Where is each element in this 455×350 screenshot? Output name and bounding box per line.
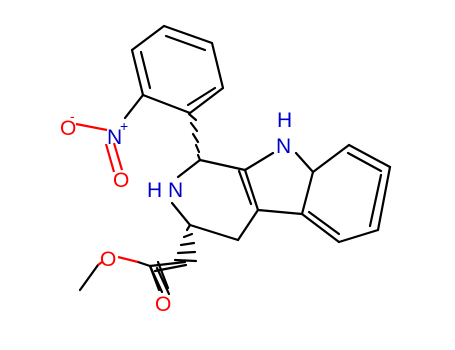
nitrophenyl-ring xyxy=(130,24,225,115)
nitro-negative-charge: - xyxy=(70,108,75,124)
pyrrole-ring: N H xyxy=(243,109,315,216)
piperidine-ring: N H xyxy=(147,158,260,242)
stereo-bond-c3-ester xyxy=(173,223,198,263)
indole-benzene-ring xyxy=(300,143,392,244)
ring-nh-nitrogen-label: N xyxy=(168,179,183,202)
ring-nh-hydrogen-label: H xyxy=(147,179,162,202)
nitro-positive-charge: + xyxy=(120,118,128,134)
stereo-bond-c1-phenyl xyxy=(187,112,202,162)
nitro-group: N + O - O xyxy=(60,93,145,192)
nitro-nitrogen-label: N xyxy=(107,126,122,149)
nitro-oxygen-left-label: O xyxy=(60,117,76,140)
indole-hydrogen-label: H xyxy=(277,109,292,132)
ester-carbonyl-oxygen-label: O xyxy=(155,293,171,316)
indole-nitrogen-label: N xyxy=(276,135,291,158)
methyl-ester-group: O O xyxy=(78,248,188,316)
nitro-oxygen-bottom-label: O xyxy=(113,169,129,192)
ester-ether-oxygen-label: O xyxy=(100,248,116,271)
